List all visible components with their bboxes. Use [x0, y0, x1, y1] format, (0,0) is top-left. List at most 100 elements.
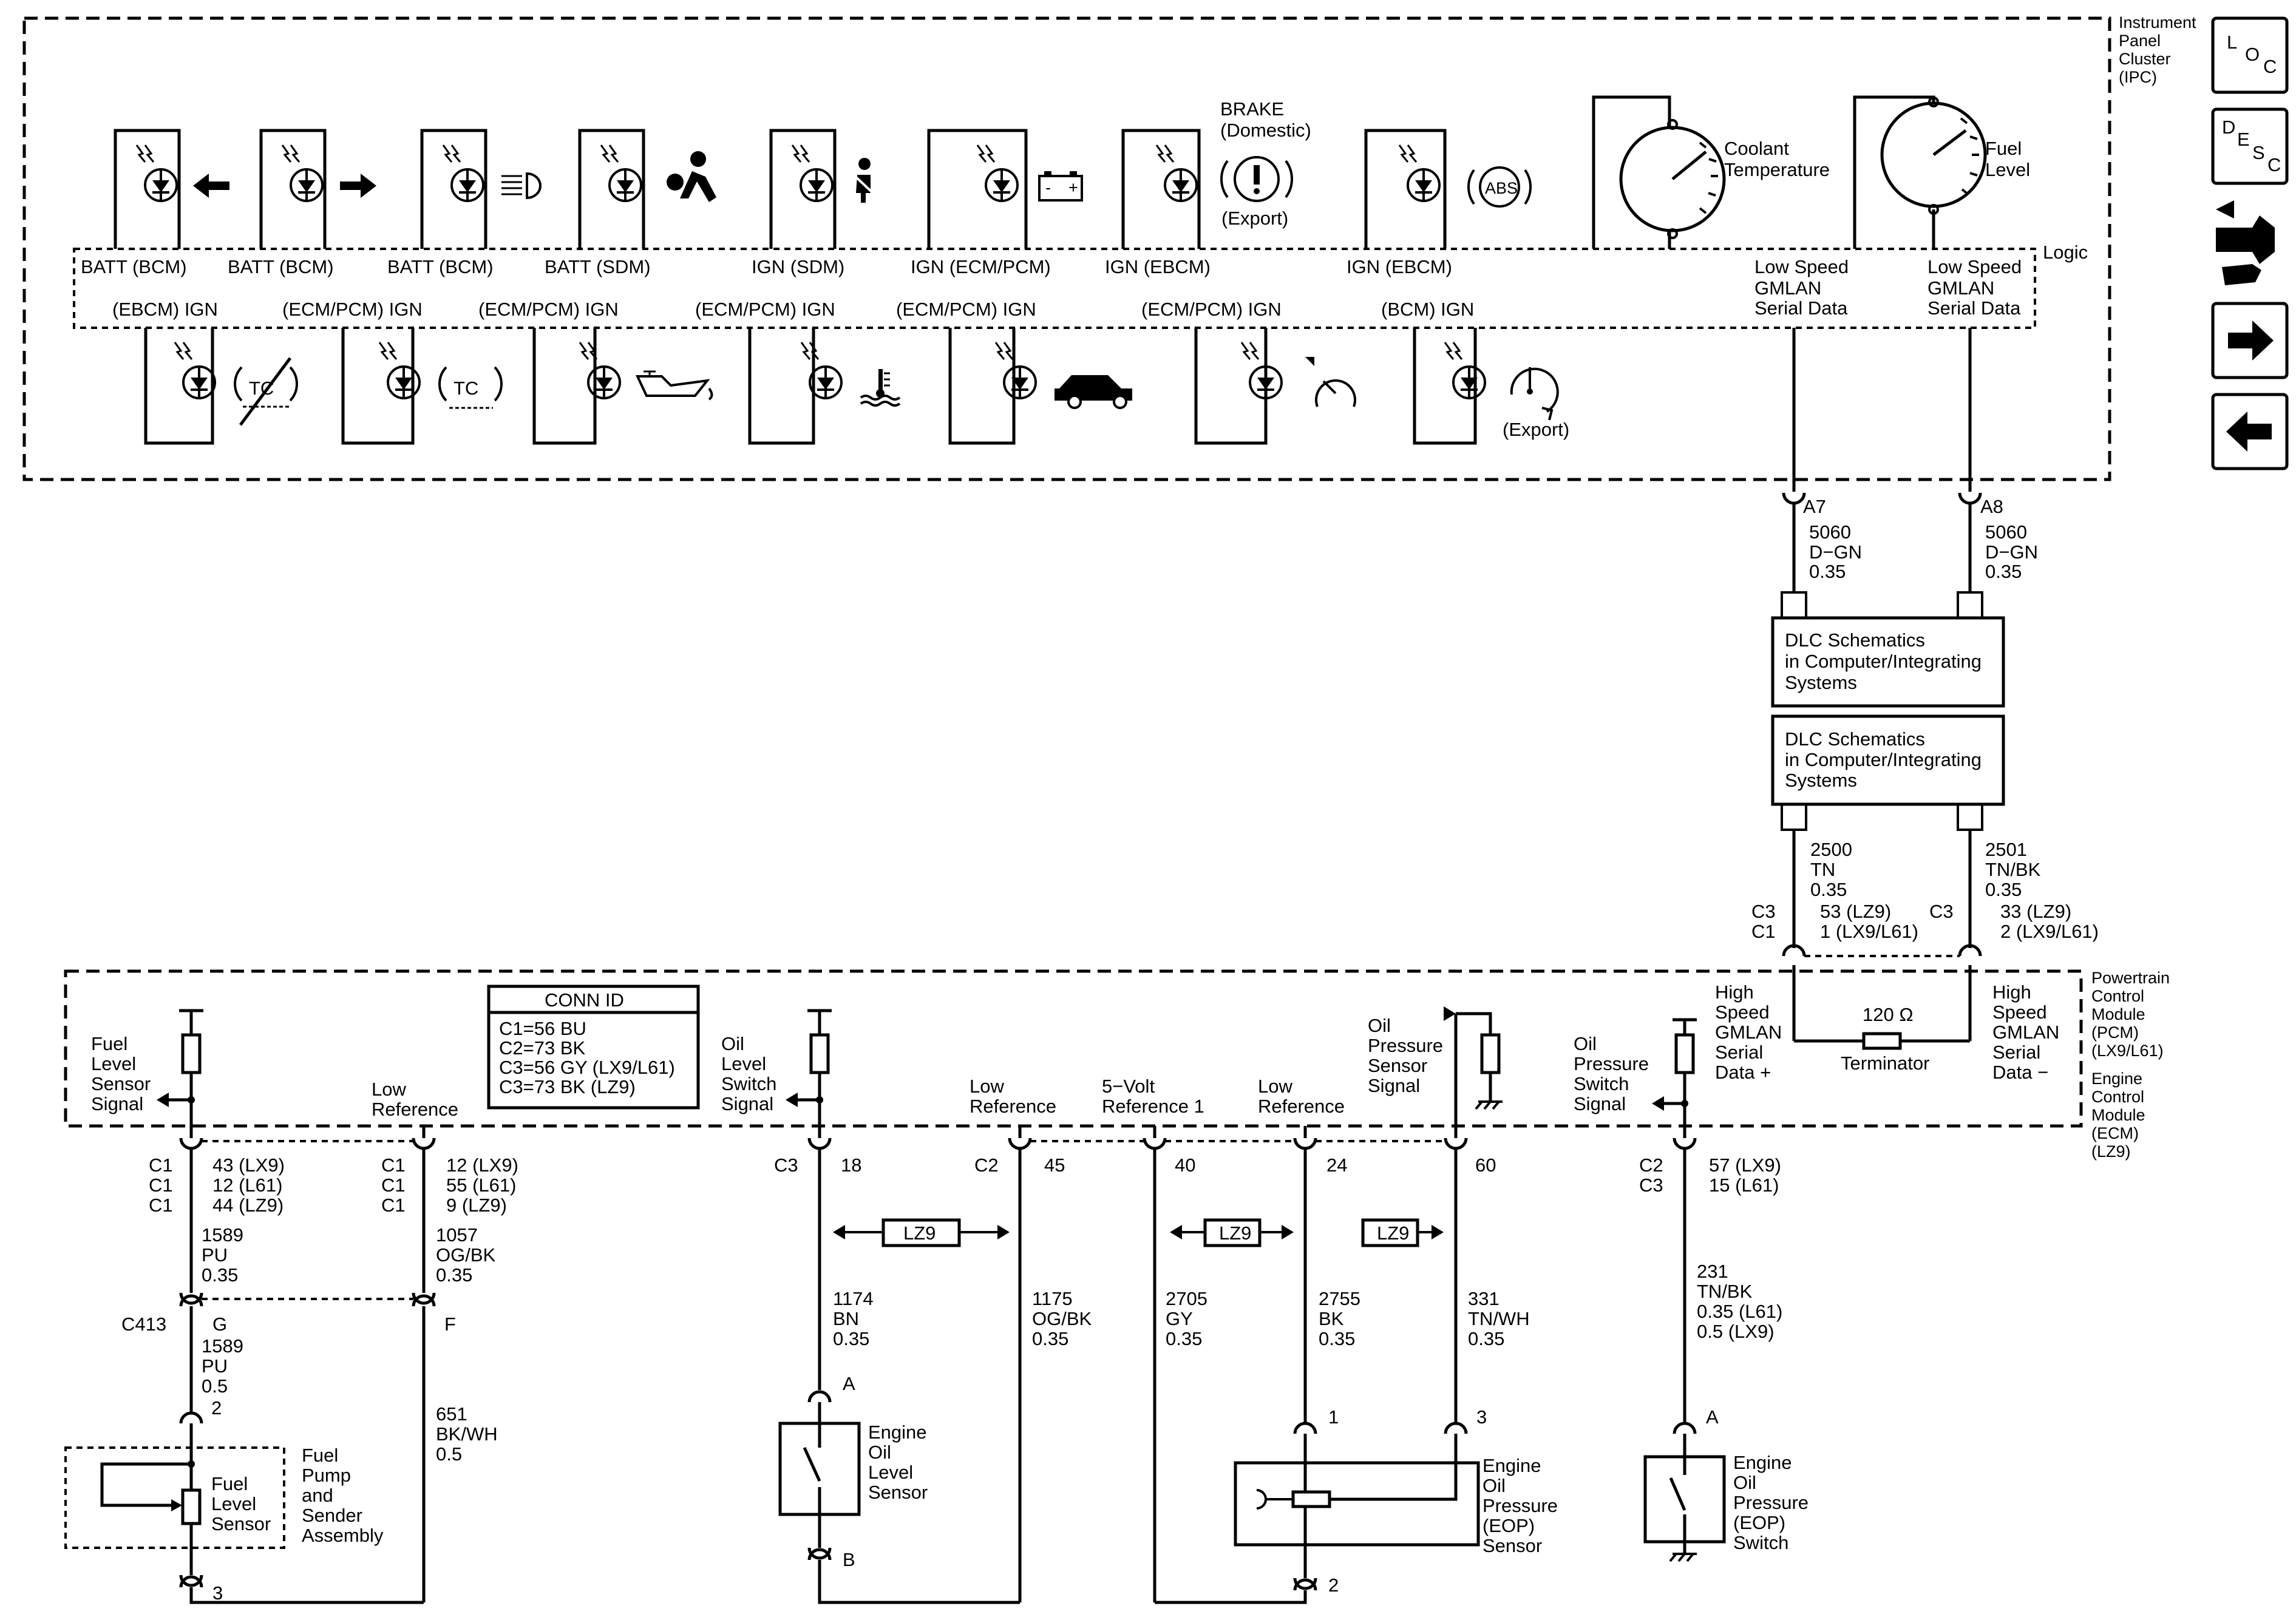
wire-1057: 1057 OG/BK 0.35 [436, 1224, 501, 1286]
brake-warning-icon [1220, 156, 1293, 202]
pins-57-15: 57 (LX9) 15 (L61) [1709, 1154, 1787, 1196]
ipc-top-indicators: - + BRAKE (Domestic) (Export) ABS [81, 95, 2030, 319]
indicator-right-turn [259, 129, 376, 249]
right-arrow-icon [2228, 320, 2274, 361]
low-reference-label-3: Low Reference [1258, 1076, 1345, 1117]
export-label: (Export) [1503, 419, 1569, 440]
wire-231: 231 TN/BK 0.35 (L61) 0.5 (LX9) [1697, 1261, 1788, 1342]
traction-control-off-icon: TC [234, 357, 298, 426]
airbag-icon [667, 151, 716, 202]
ipc-logic-label: Logic [2043, 242, 2088, 263]
gmlan-high-minus-label: High Speed GMLAN Serial Data − [1992, 981, 2065, 1083]
indicator-cruise [1194, 328, 1356, 445]
right-arrow-icon [340, 174, 376, 198]
abs-icon: ABS [1467, 166, 1532, 208]
traction-control-icon: TC [438, 366, 503, 409]
gmlan-low-left-label: Low Speed GMLAN Serial Data [1754, 256, 1854, 319]
wire-2501: 2501 TN/BK 0.35 [1985, 839, 2046, 900]
dlc-schematics-box-1 [1771, 616, 2005, 708]
eop-sensor-box [1234, 1461, 1480, 1547]
lz9-tag-2: LZ9 [1219, 1222, 1251, 1244]
fuel-level-sensor-signal-label: Fuel Level Sensor Signal [91, 1033, 156, 1114]
fuel-pump-sender-label: Fuel Pump and Sender Assembly [302, 1445, 384, 1546]
indicator-oil-pressure [532, 328, 713, 445]
wire-5060-right: 5060 D−GN 0.35 [1985, 521, 2043, 582]
car-icon [1055, 375, 1132, 401]
desc-button[interactable]: D E S C [2211, 107, 2289, 185]
wire-2755: 2755 BK 0.35 [1319, 1288, 1366, 1349]
wire-1589-b: 1589 PU 0.5 [202, 1335, 249, 1397]
five-volt-reference-label: 5−Volt Reference 1 [1102, 1076, 1204, 1117]
left-arrow-icon [193, 174, 229, 198]
eop-switch-label: Engine Oil Pressure (EOP) Switch [1733, 1452, 1814, 1553]
pin-60-label: 60 [1475, 1154, 1496, 1176]
coolant-temperature-label: Coolant Temperature [1724, 138, 1830, 180]
svg-text:C1=56 BU C2=73 BK C3=5: C1=56 BU C2=73 BK C3=56 GY (LX9/L61) C3=… [499, 1018, 680, 1097]
wire-1589: 1589 PU 0.35 [202, 1224, 249, 1286]
gmlan-high-speed: 120 Ω Terminator High Speed GMLAN Serial… [1715, 965, 2065, 1083]
connector-tools-button[interactable] [2216, 200, 2275, 285]
pin-1-label: 1 [1328, 1406, 1339, 1428]
c1-pins-b: 12 (LX9) 55 (L61) 9 (LZ9) [446, 1154, 524, 1216]
desc-icon: D E S C [2222, 117, 2281, 175]
nav-icons: L O C D E S C [2211, 16, 2289, 470]
indicator-battery: - + [927, 129, 1083, 249]
wire-2500: 2500 TN 0.35 [1810, 839, 1858, 900]
indicator-airbag [578, 129, 716, 249]
c1-conn-labels-a: C1 C1 C1 [149, 1154, 178, 1216]
indicator-traction-control: TC [341, 328, 503, 445]
eop-sensor-label: Engine Oil Pressure (EOP) Sensor [1483, 1455, 1563, 1556]
pcm-ecm-module-border [64, 969, 2083, 1128]
oil-level-switch-signal-label: Oil Level Switch Signal [721, 1033, 782, 1114]
dlc-pin-a7: A7 [1803, 496, 1826, 517]
bottom-power-labels: (EBCM) IGN (ECM/PCM) IGN (ECM/PCM) IGN (… [112, 299, 1474, 320]
gauge-fuel: Fuel Level [1853, 95, 2030, 249]
oil-pressure-sensor-signal-label: Oil Pressure Sensor Signal [1368, 1015, 1449, 1096]
next-page-button[interactable] [2211, 302, 2289, 379]
indicator-export-gauge: (Export) [1413, 328, 1569, 445]
pin-18-label: 18 [841, 1154, 861, 1176]
speed-gauge-icon [1510, 367, 1559, 421]
indicator-abs: ABS [1364, 129, 1532, 249]
dlc-pin-a8: A8 [1980, 496, 2003, 517]
c413-pin-g: G [212, 1314, 227, 1335]
pin-24-label: 24 [1326, 1154, 1347, 1176]
pin-2b-label: 2 [1328, 1575, 1339, 1596]
indicator-traction-off: TC [144, 328, 298, 445]
c413-label: C413 [121, 1314, 166, 1335]
oil-can-icon [635, 370, 713, 401]
indicator-engine-service [948, 328, 1132, 445]
ipc-bottom-indicators: (EBCM) IGN (ECM/PCM) IGN (ECM/PCM) IGN (… [112, 299, 1569, 445]
top-power-labels: BATT (BCM) BATT (BCM) BATT (BCM) BATT (S… [81, 256, 1452, 277]
brake-export-label: (Export) [1221, 208, 1288, 229]
loc-button[interactable]: L O C [2211, 16, 2289, 94]
pcm-title: Powertrain Control Module (PCM) (LX9/L61… [2091, 969, 2175, 1060]
c1-pins-a: 43 (LX9) 12 (L61) 44 (LZ9) [212, 1154, 290, 1216]
terminator-value: 120 Ω [1863, 1004, 1914, 1025]
left-arrow-icon [2226, 412, 2272, 452]
oil-level-circuit: Oil Level Switch Signal Low Reference C3… [721, 1009, 1144, 1604]
cruise-speedometer-icon [1305, 357, 1356, 407]
c2-label: C2 [974, 1154, 999, 1176]
indicator-left-turn [114, 129, 229, 249]
ipc-logic-block [73, 248, 2036, 329]
dlc-schematics-box-2 [1771, 714, 2005, 806]
pin-a2-label: A [1706, 1406, 1719, 1428]
pin-a-label: A [843, 1373, 855, 1394]
wire-651: 651 BK/WH 0.5 [436, 1403, 503, 1465]
svg-text:-: - [1045, 178, 1051, 197]
pin-3-label: 3 [212, 1582, 223, 1604]
previous-page-button[interactable] [2211, 393, 2289, 470]
coolant-temperature-icon [860, 369, 901, 407]
indicator-coolant-temp [748, 328, 901, 445]
c3-label: C3 [774, 1154, 798, 1176]
dlc-pins-right: 33 (LZ9) 2 (LX9/L61) [2000, 901, 2099, 942]
dlc-box-1-text: DLC Schematics in Computer/Integrating S… [1785, 629, 1987, 693]
engine-oil-level-sensor-label: Engine Oil Level Sensor [868, 1422, 932, 1503]
gmlan-low-speed-circuits: A7 A8 5060 D−GN 0.35 5060 D−GN 0.35 DLC … [1751, 328, 2099, 957]
c2-c3-labels: C2 C3 [1639, 1154, 1668, 1196]
svg-text:TC: TC [453, 378, 478, 399]
connector-tools-icon [2216, 200, 2275, 264]
pin-2-label: 2 [211, 1397, 222, 1419]
fuel-level-gauge-label: Fuel Level [1985, 138, 2030, 180]
